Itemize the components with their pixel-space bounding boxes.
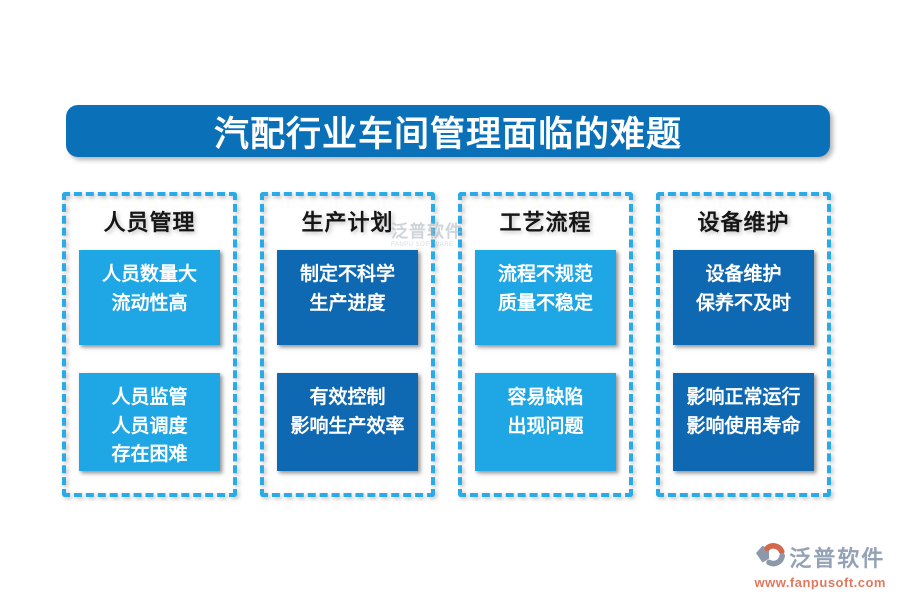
brand-block: 泛普软件 www.fanpusoft.com [754,539,886,590]
column-production-plan: 生产计划 制定不科学 生产进度 有效控制 影响生产效率 [260,192,435,497]
column-title: 生产计划 [301,210,394,235]
issue-box: 人员监管 人员调度 存在困难 [79,373,220,471]
column-title: 工艺流程 [499,210,592,235]
issue-box: 人员数量大 流动性高 [79,250,220,345]
title-banner: 汽配行业车间管理面临的难题 [66,105,830,157]
brand-name: 泛普软件 [789,545,886,571]
brand-url: www.fanpusoft.com [754,575,886,590]
column-personnel-management: 人员管理 人员数量大 流动性高 人员监管 人员调度 存在困难 [62,192,237,497]
page-title: 汽配行业车间管理面临的难题 [213,114,682,154]
issue-box: 设备维护 保养不及时 [673,250,814,345]
issue-box: 流程不规范 质量不稳定 [475,250,616,345]
column-equipment-maintenance: 设备维护 设备维护 保养不及时 影响正常运行 影响使用寿命 [656,192,831,497]
column-title: 设备维护 [697,210,790,235]
fanpu-logo-icon [755,539,786,574]
column-process-flow: 工艺流程 流程不规范 质量不稳定 容易缺陷 出现问题 [458,192,633,497]
issue-box: 有效控制 影响生产效率 [277,373,418,471]
column-title: 人员管理 [103,210,196,235]
issue-box: 影响正常运行 影响使用寿命 [673,373,814,471]
issue-box: 制定不科学 生产进度 [277,250,418,345]
issue-box: 容易缺陷 出现问题 [475,373,616,471]
